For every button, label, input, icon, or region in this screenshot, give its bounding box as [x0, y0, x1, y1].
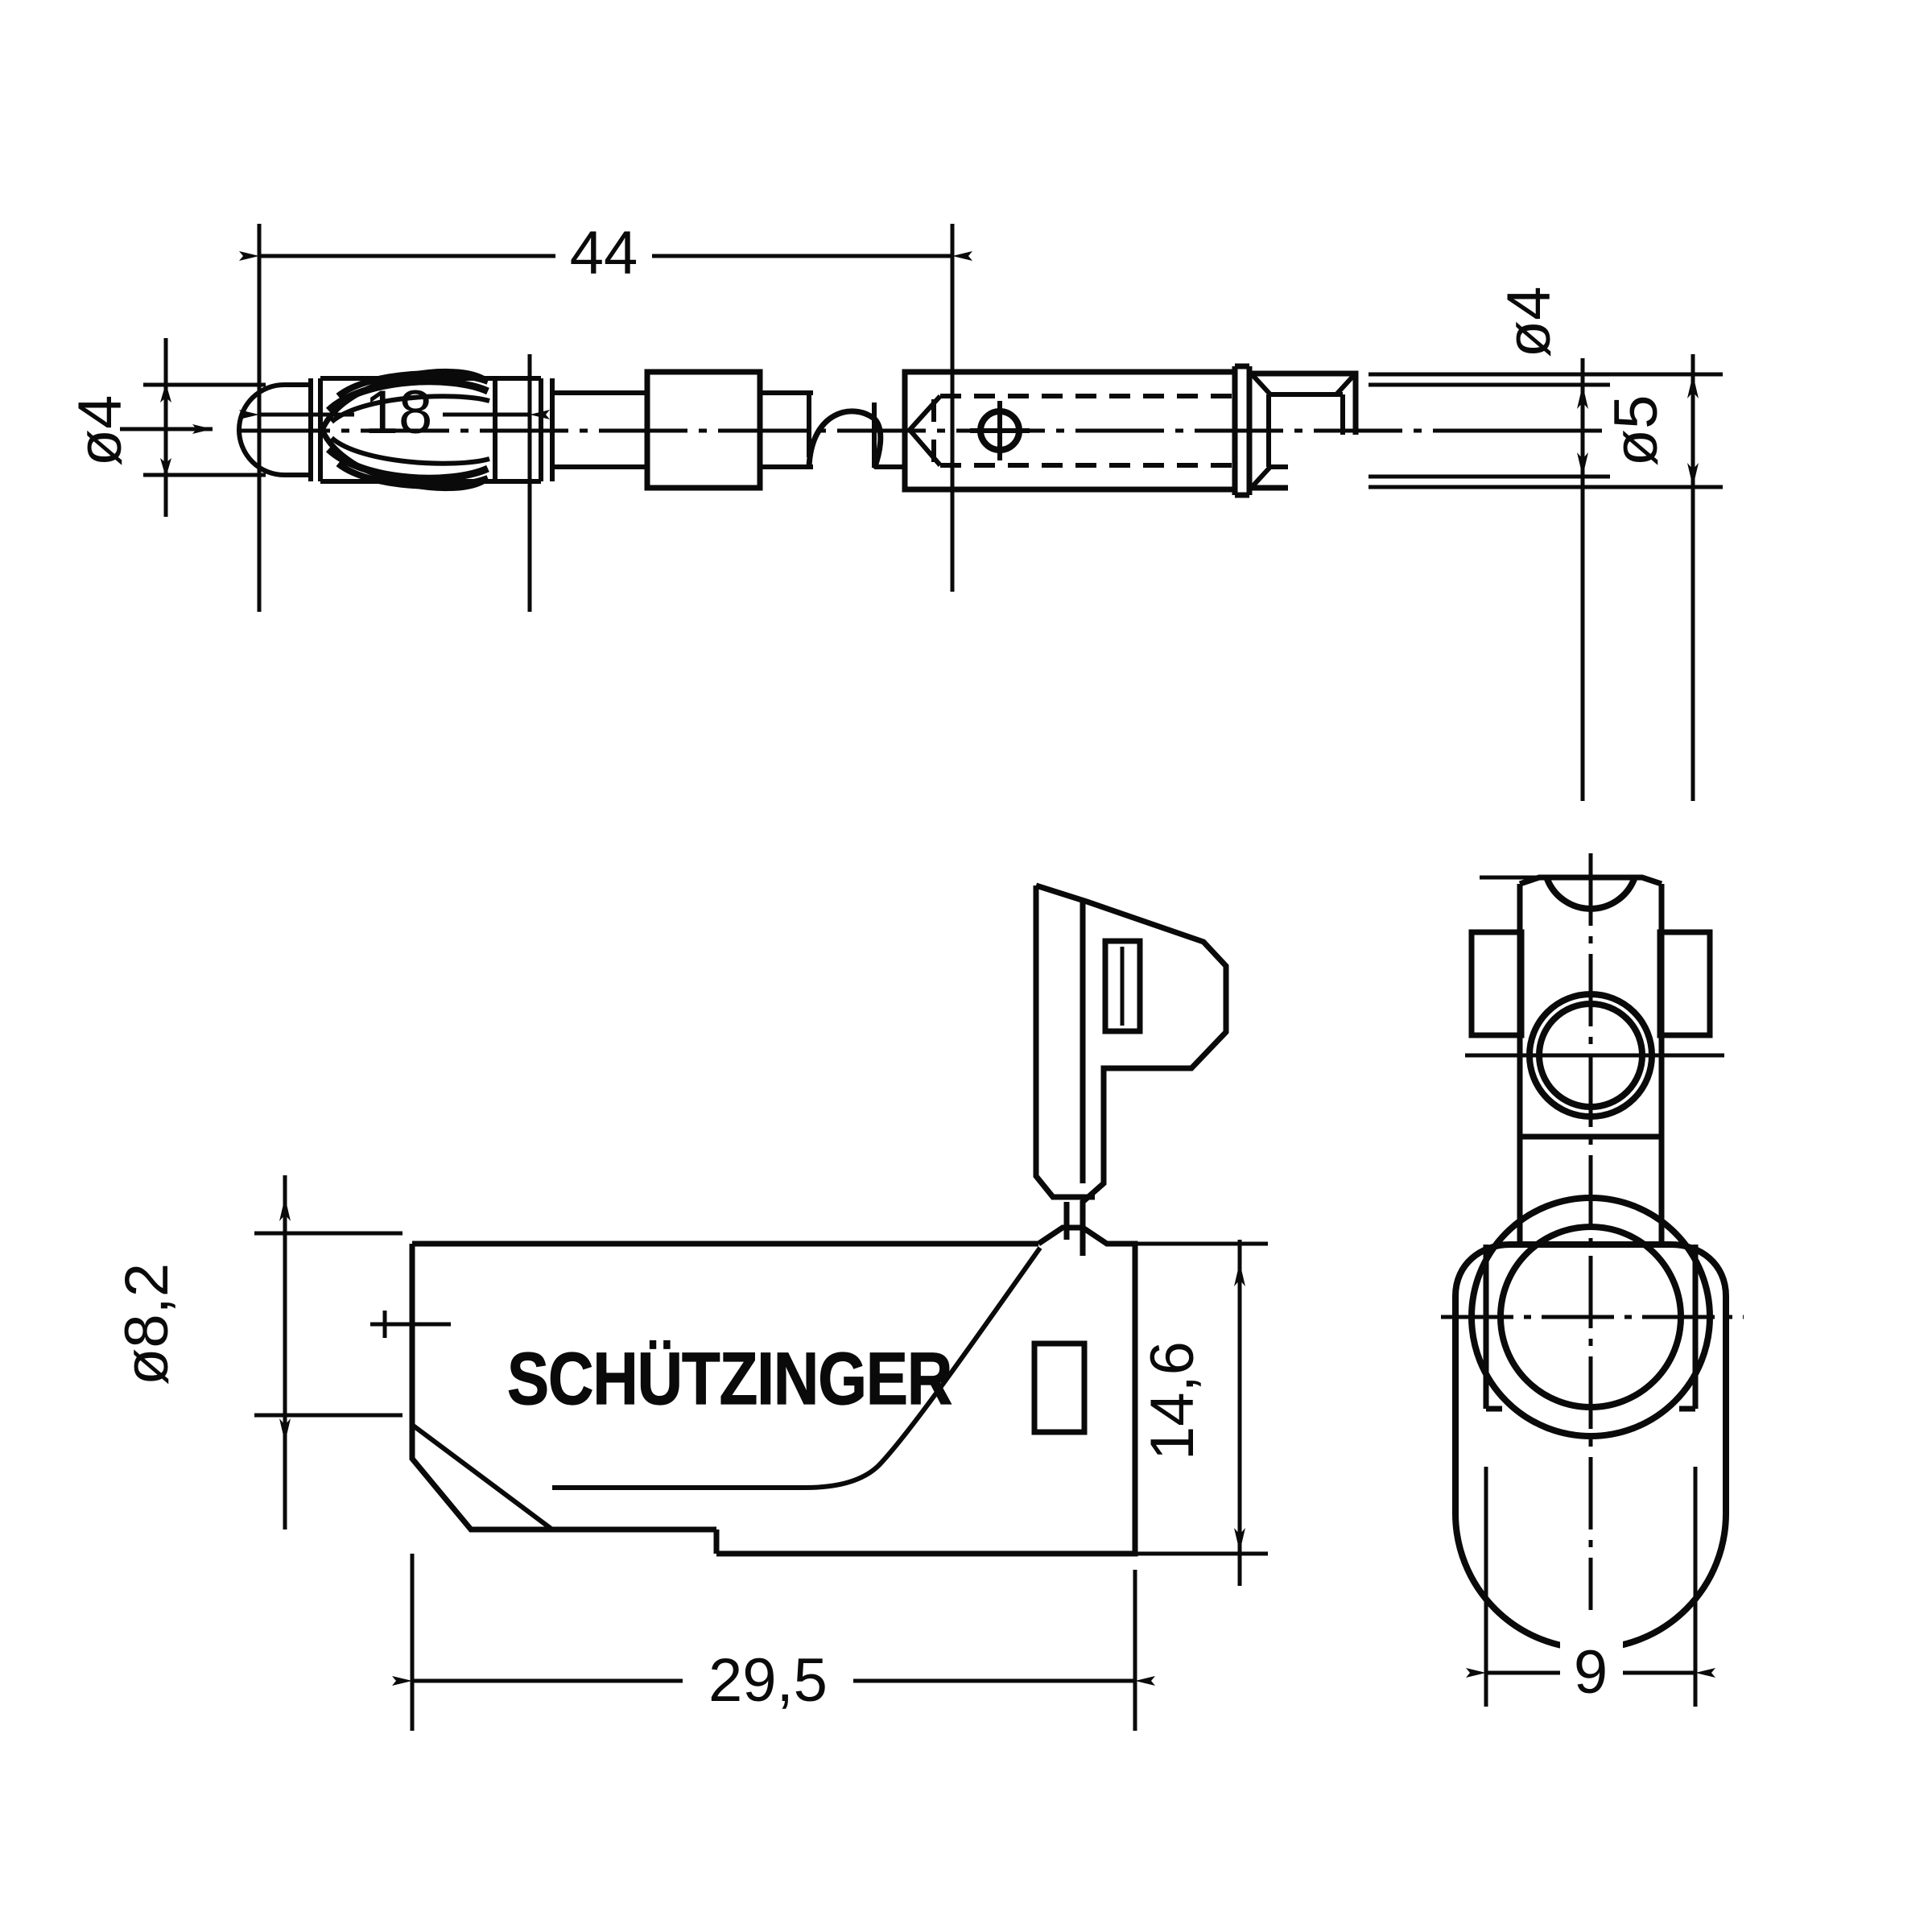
dimension-label-295: 29,5 [708, 1646, 828, 1715]
dimension-label-dia4-right: ø4 [1495, 287, 1563, 358]
front-view [1441, 853, 1744, 1713]
plug-body-outline [237, 363, 1505, 498]
dimension-9 [1466, 1467, 1715, 1713]
dimension-dia4-right [1288, 358, 1626, 801]
dimension-label-dia5: ø5 [1602, 395, 1670, 467]
dimension-dia82 [254, 1175, 451, 1530]
dimension-label-9: 9 [1574, 1638, 1608, 1707]
dimension-label-dia82: ø8,2 [113, 1263, 181, 1385]
side-view-plug [120, 224, 1723, 801]
dimension-dia5 [1368, 354, 1723, 801]
dimension-295 [392, 1554, 1155, 1731]
dimension-dia4-left [120, 338, 266, 517]
dimension-label-dia4-left: ø4 [66, 395, 134, 467]
dimension-label-146: 14,6 [1138, 1341, 1207, 1460]
dimension-44 [239, 224, 972, 612]
dimension-label-18: 18 [365, 378, 433, 447]
housing-side-view: SCHÜTZINGER [254, 1175, 1268, 1731]
brand-label: SCHÜTZINGER [507, 1338, 952, 1420]
dimension-label-44: 44 [570, 219, 638, 287]
insulator-profile [1033, 882, 1229, 1256]
dimension-146 [1135, 1240, 1268, 1586]
